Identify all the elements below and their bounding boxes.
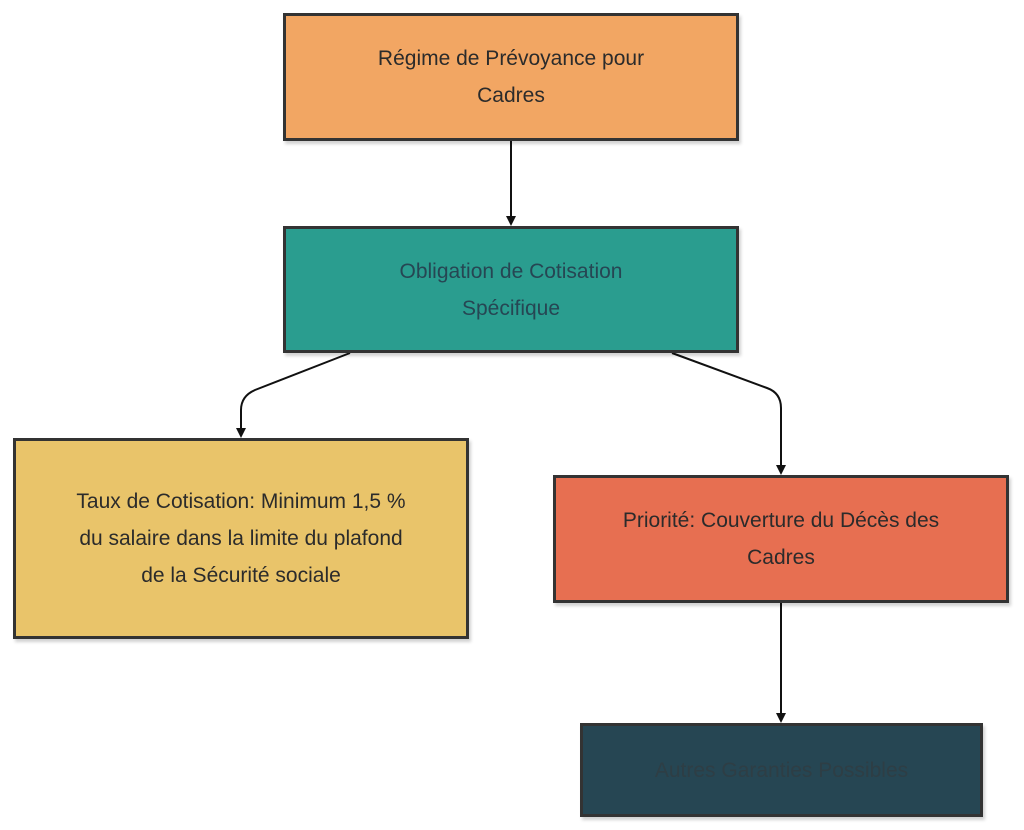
node-obligation-cotisation: Obligation de Cotisation Spécifique — [283, 226, 739, 353]
node-regime-prevoyance-cadres: Régime de Prévoyance pour Cadres — [283, 13, 739, 141]
node-autres-garanties: Autres Garanties Possibles — [580, 723, 983, 817]
node-label: Priorité: Couverture du Décès des Cadres — [622, 509, 940, 569]
node-taux-cotisation: Taux de Cotisation: Minimum 1,5 % du sal… — [13, 438, 469, 639]
node-label: Régime de Prévoyance pour Cadres — [377, 47, 645, 107]
edge-n2-n3 — [236, 352, 351, 438]
node-label: Taux de Cotisation: Minimum 1,5 % du sal… — [76, 490, 406, 587]
node-label: Autres Garanties Possibles — [654, 758, 909, 782]
edge-n2-n4 — [671, 352, 786, 475]
node-label: Obligation de Cotisation Spécifique — [399, 259, 623, 320]
node-priorite-deces: Priorité: Couverture du Décès des Cadres — [553, 475, 1009, 603]
